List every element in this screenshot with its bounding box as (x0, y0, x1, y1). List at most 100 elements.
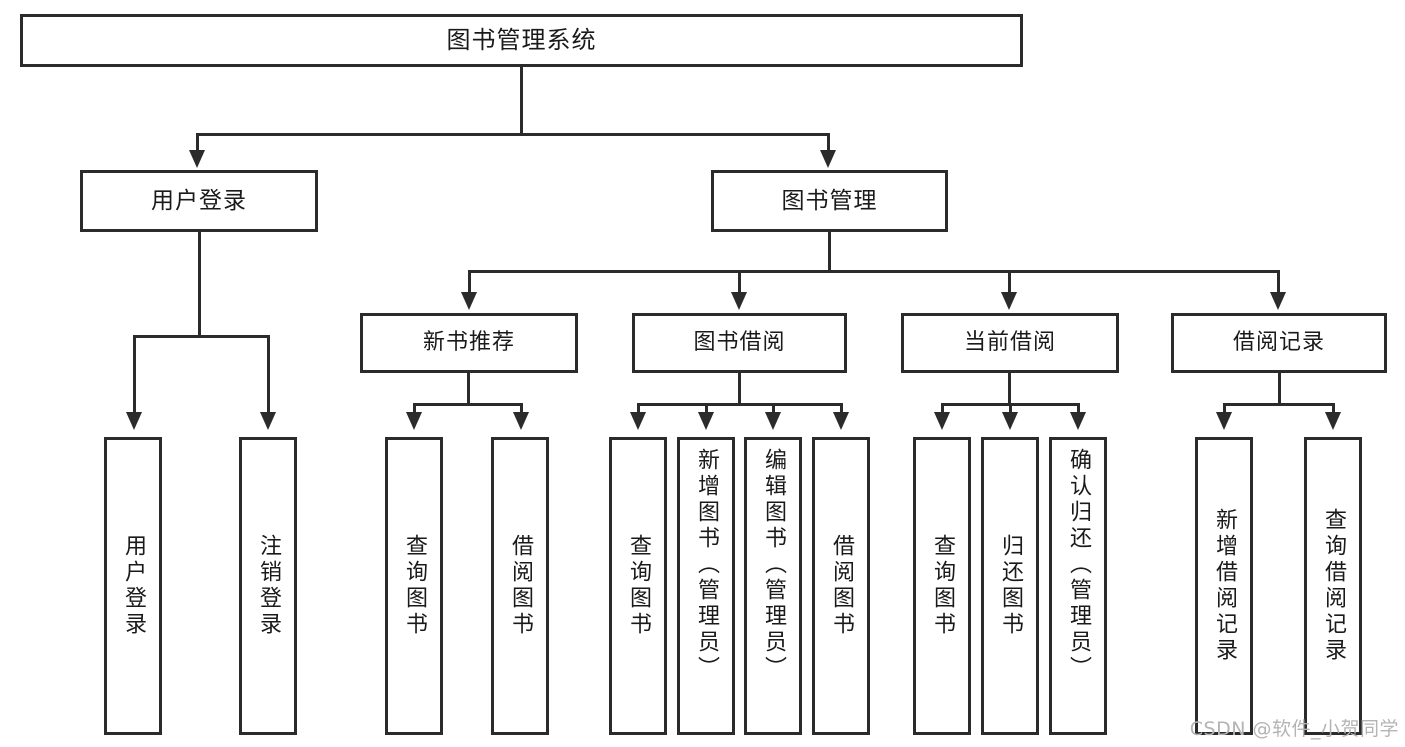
connector-recommend-leg-1 (413, 403, 416, 415)
leaf-text-wrap: 借阅图书 (815, 440, 867, 732)
arrowhead-current-child-1 (934, 412, 950, 430)
connector-borrow-leg-2 (705, 403, 708, 415)
node-label: 用户登录 (121, 534, 146, 638)
connector-bookmgmt-bus (468, 270, 1280, 273)
arrowhead-borrow-child-1 (630, 412, 646, 430)
connector-borrow-leg-1 (637, 403, 640, 415)
leaf-text-wrap: 新增借阅记录 (1198, 440, 1250, 732)
node-label: 归还图书 (998, 534, 1023, 638)
node-label: 编辑图书（管理员） (761, 448, 786, 682)
arrowhead-to-book-manage (820, 150, 836, 168)
node-label: 查询图书 (930, 534, 955, 638)
node-root-system[interactable]: 图书管理系统 (20, 14, 1023, 67)
leaf-query-book-current[interactable]: 查询图书 (913, 437, 971, 735)
node-new-book-recommend[interactable]: 新书推荐 (360, 313, 578, 373)
arrowhead-recommend-child-1 (406, 412, 422, 430)
leaf-text-wrap: 编辑图书（管理员） (747, 440, 799, 740)
connector-current-stem (1008, 373, 1011, 405)
leaf-text-wrap: 借阅图书 (494, 440, 546, 732)
arrowhead-recommend-child-2 (513, 412, 529, 430)
leaf-text-wrap: 用户登录 (107, 440, 159, 732)
connector-root-bus (196, 133, 830, 136)
connector-record-bus (1223, 403, 1335, 406)
connector-root-stem (520, 67, 523, 136)
leaf-query-book-borrow[interactable]: 查询图书 (609, 437, 667, 735)
leaf-text-wrap: 查询图书 (916, 440, 968, 732)
arrowhead-current-child-3 (1070, 412, 1086, 430)
leaf-query-borrow-record[interactable]: 查询借阅记录 (1304, 437, 1362, 735)
connector-record-leg-1 (1223, 403, 1226, 415)
node-current-borrow[interactable]: 当前借阅 (901, 313, 1119, 373)
leaf-add-book-admin[interactable]: 新增图书（管理员） (677, 437, 735, 735)
node-label: 注销登录 (256, 534, 281, 638)
node-book-management[interactable]: 图书管理 (711, 170, 948, 232)
arrowhead-to-current-borrow (1001, 292, 1017, 310)
leaf-confirm-return-admin[interactable]: 确认归还（管理员） (1049, 437, 1107, 735)
leaf-text-wrap: 注销登录 (242, 440, 294, 732)
connector-userlogin-leg-2 (267, 335, 270, 415)
arrowhead-current-child-2 (1002, 412, 1018, 430)
leaf-text-wrap: 查询图书 (388, 440, 440, 732)
node-borrow-record[interactable]: 借阅记录 (1171, 313, 1387, 373)
connector-recommend-leg-2 (520, 403, 523, 415)
leaf-borrow-book-recommend[interactable]: 借阅图书 (491, 437, 549, 735)
arrowhead-record-child-2 (1325, 412, 1341, 430)
arrowhead-borrow-child-3 (765, 412, 781, 430)
arrowhead-borrow-child-4 (833, 412, 849, 430)
leaf-query-book-recommend[interactable]: 查询图书 (385, 437, 443, 735)
arrowhead-to-leaf-user-login (126, 412, 142, 430)
connector-bookmgmt-leg-3 (1008, 270, 1011, 295)
node-label: 借阅图书 (508, 534, 533, 638)
node-label: 用户登录 (151, 187, 247, 214)
node-label: 查询借阅记录 (1321, 508, 1346, 664)
node-label: 当前借阅 (963, 330, 1056, 356)
arrowhead-to-book-borrow (731, 292, 747, 310)
arrowhead-to-leaf-logout (260, 412, 276, 430)
connector-recommend-bus (413, 403, 523, 406)
connector-recommend-stem (467, 373, 470, 405)
node-label: 图书管理系统 (446, 25, 597, 54)
connector-current-leg-1 (941, 403, 944, 415)
leaf-user-login[interactable]: 用户登录 (104, 437, 162, 735)
connector-userlogin-bus (133, 335, 270, 338)
connector-borrow-leg-4 (840, 403, 843, 415)
arrowhead-to-user-login (189, 150, 205, 168)
leaf-return-book[interactable]: 归还图书 (981, 437, 1039, 735)
node-user-login[interactable]: 用户登录 (80, 170, 318, 232)
connector-bookmgmt-stem (828, 232, 831, 273)
leaf-text-wrap: 确认归还（管理员） (1052, 440, 1104, 740)
node-label: 查询图书 (626, 534, 651, 638)
node-label: 确认归还（管理员） (1066, 448, 1091, 682)
leaf-add-borrow-record[interactable]: 新增借阅记录 (1195, 437, 1253, 735)
connector-userlogin-leg-1 (133, 335, 136, 415)
connector-record-stem (1278, 373, 1281, 405)
node-label: 新增图书（管理员） (694, 448, 719, 682)
connector-record-leg-2 (1332, 403, 1335, 415)
leaf-text-wrap: 归还图书 (984, 440, 1036, 732)
connector-root-leg-left (196, 133, 199, 153)
node-book-borrow[interactable]: 图书借阅 (632, 313, 847, 373)
node-label: 查询图书 (402, 534, 427, 638)
leaf-text-wrap: 查询图书 (612, 440, 664, 732)
node-label: 新增借阅记录 (1212, 508, 1237, 664)
connector-bookmgmt-leg-4 (1277, 270, 1280, 295)
leaf-edit-book-admin[interactable]: 编辑图书（管理员） (744, 437, 802, 735)
connector-root-leg-right (827, 133, 830, 153)
leaf-text-wrap: 新增图书（管理员） (680, 440, 732, 740)
connector-borrow-bus (637, 403, 842, 406)
connector-bookmgmt-leg-1 (468, 270, 471, 295)
node-label: 新书推荐 (422, 330, 515, 356)
node-label: 图书管理 (781, 187, 878, 214)
connector-borrow-stem (738, 373, 741, 405)
node-label: 借阅图书 (829, 534, 854, 638)
connector-current-leg-2 (1009, 403, 1012, 415)
arrowhead-record-child-1 (1216, 412, 1232, 430)
arrowhead-to-new-book-recommend (461, 292, 477, 310)
connector-bookmgmt-leg-2 (738, 270, 741, 295)
node-label: 借阅记录 (1232, 330, 1325, 356)
leaf-borrow-book[interactable]: 借阅图书 (812, 437, 870, 735)
arrowhead-borrow-child-2 (698, 412, 714, 430)
connector-borrow-leg-3 (772, 403, 775, 415)
leaf-logout[interactable]: 注销登录 (239, 437, 297, 735)
